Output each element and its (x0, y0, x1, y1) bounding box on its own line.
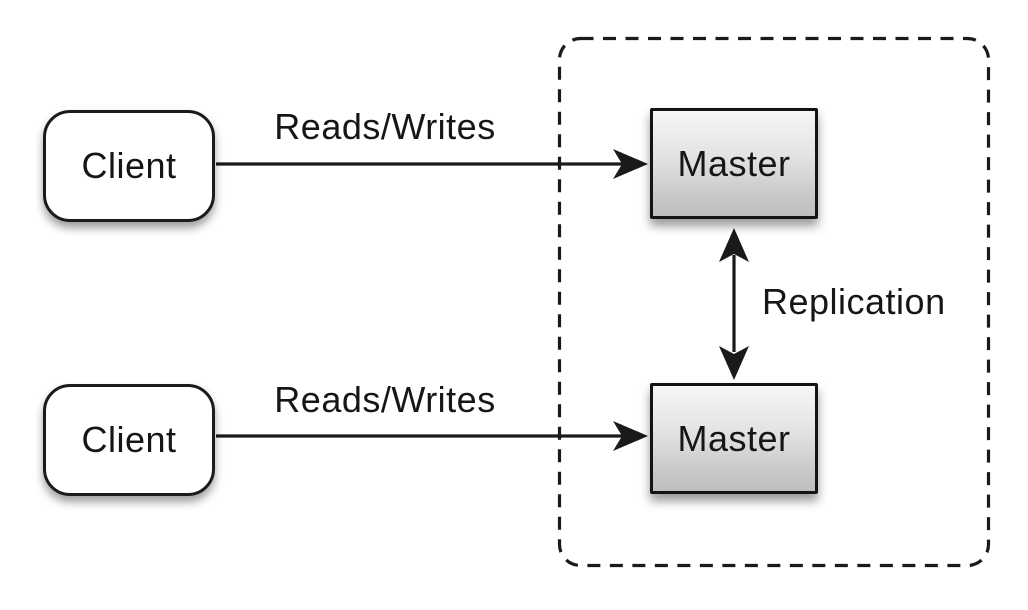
arrowhead-up-icon (719, 228, 749, 262)
reads-writes-arrow-bottom (216, 421, 648, 451)
cluster-boundary (557, 36, 991, 568)
replication-arrow (719, 228, 749, 380)
client-node-top-label: Client (81, 145, 177, 186)
reads-writes-label-top: Reads/Writes (274, 106, 496, 147)
client-node-bottom: Client (43, 384, 215, 496)
replication-label: Replication (762, 281, 946, 322)
master-node-top: Master (650, 108, 818, 219)
reads-writes-arrow-top (216, 149, 648, 179)
reads-writes-label-bottom: Reads/Writes (274, 379, 496, 420)
master-node-top-label: Master (677, 142, 791, 184)
master-node-bottom-label: Master (677, 417, 791, 459)
master-node-bottom: Master (650, 383, 818, 494)
arrowhead-down-icon (719, 346, 749, 380)
arrowhead-right-icon (613, 421, 648, 451)
client-node-top: Client (43, 110, 215, 222)
client-node-bottom-label: Client (81, 419, 177, 460)
arrowhead-right-icon (613, 149, 648, 179)
